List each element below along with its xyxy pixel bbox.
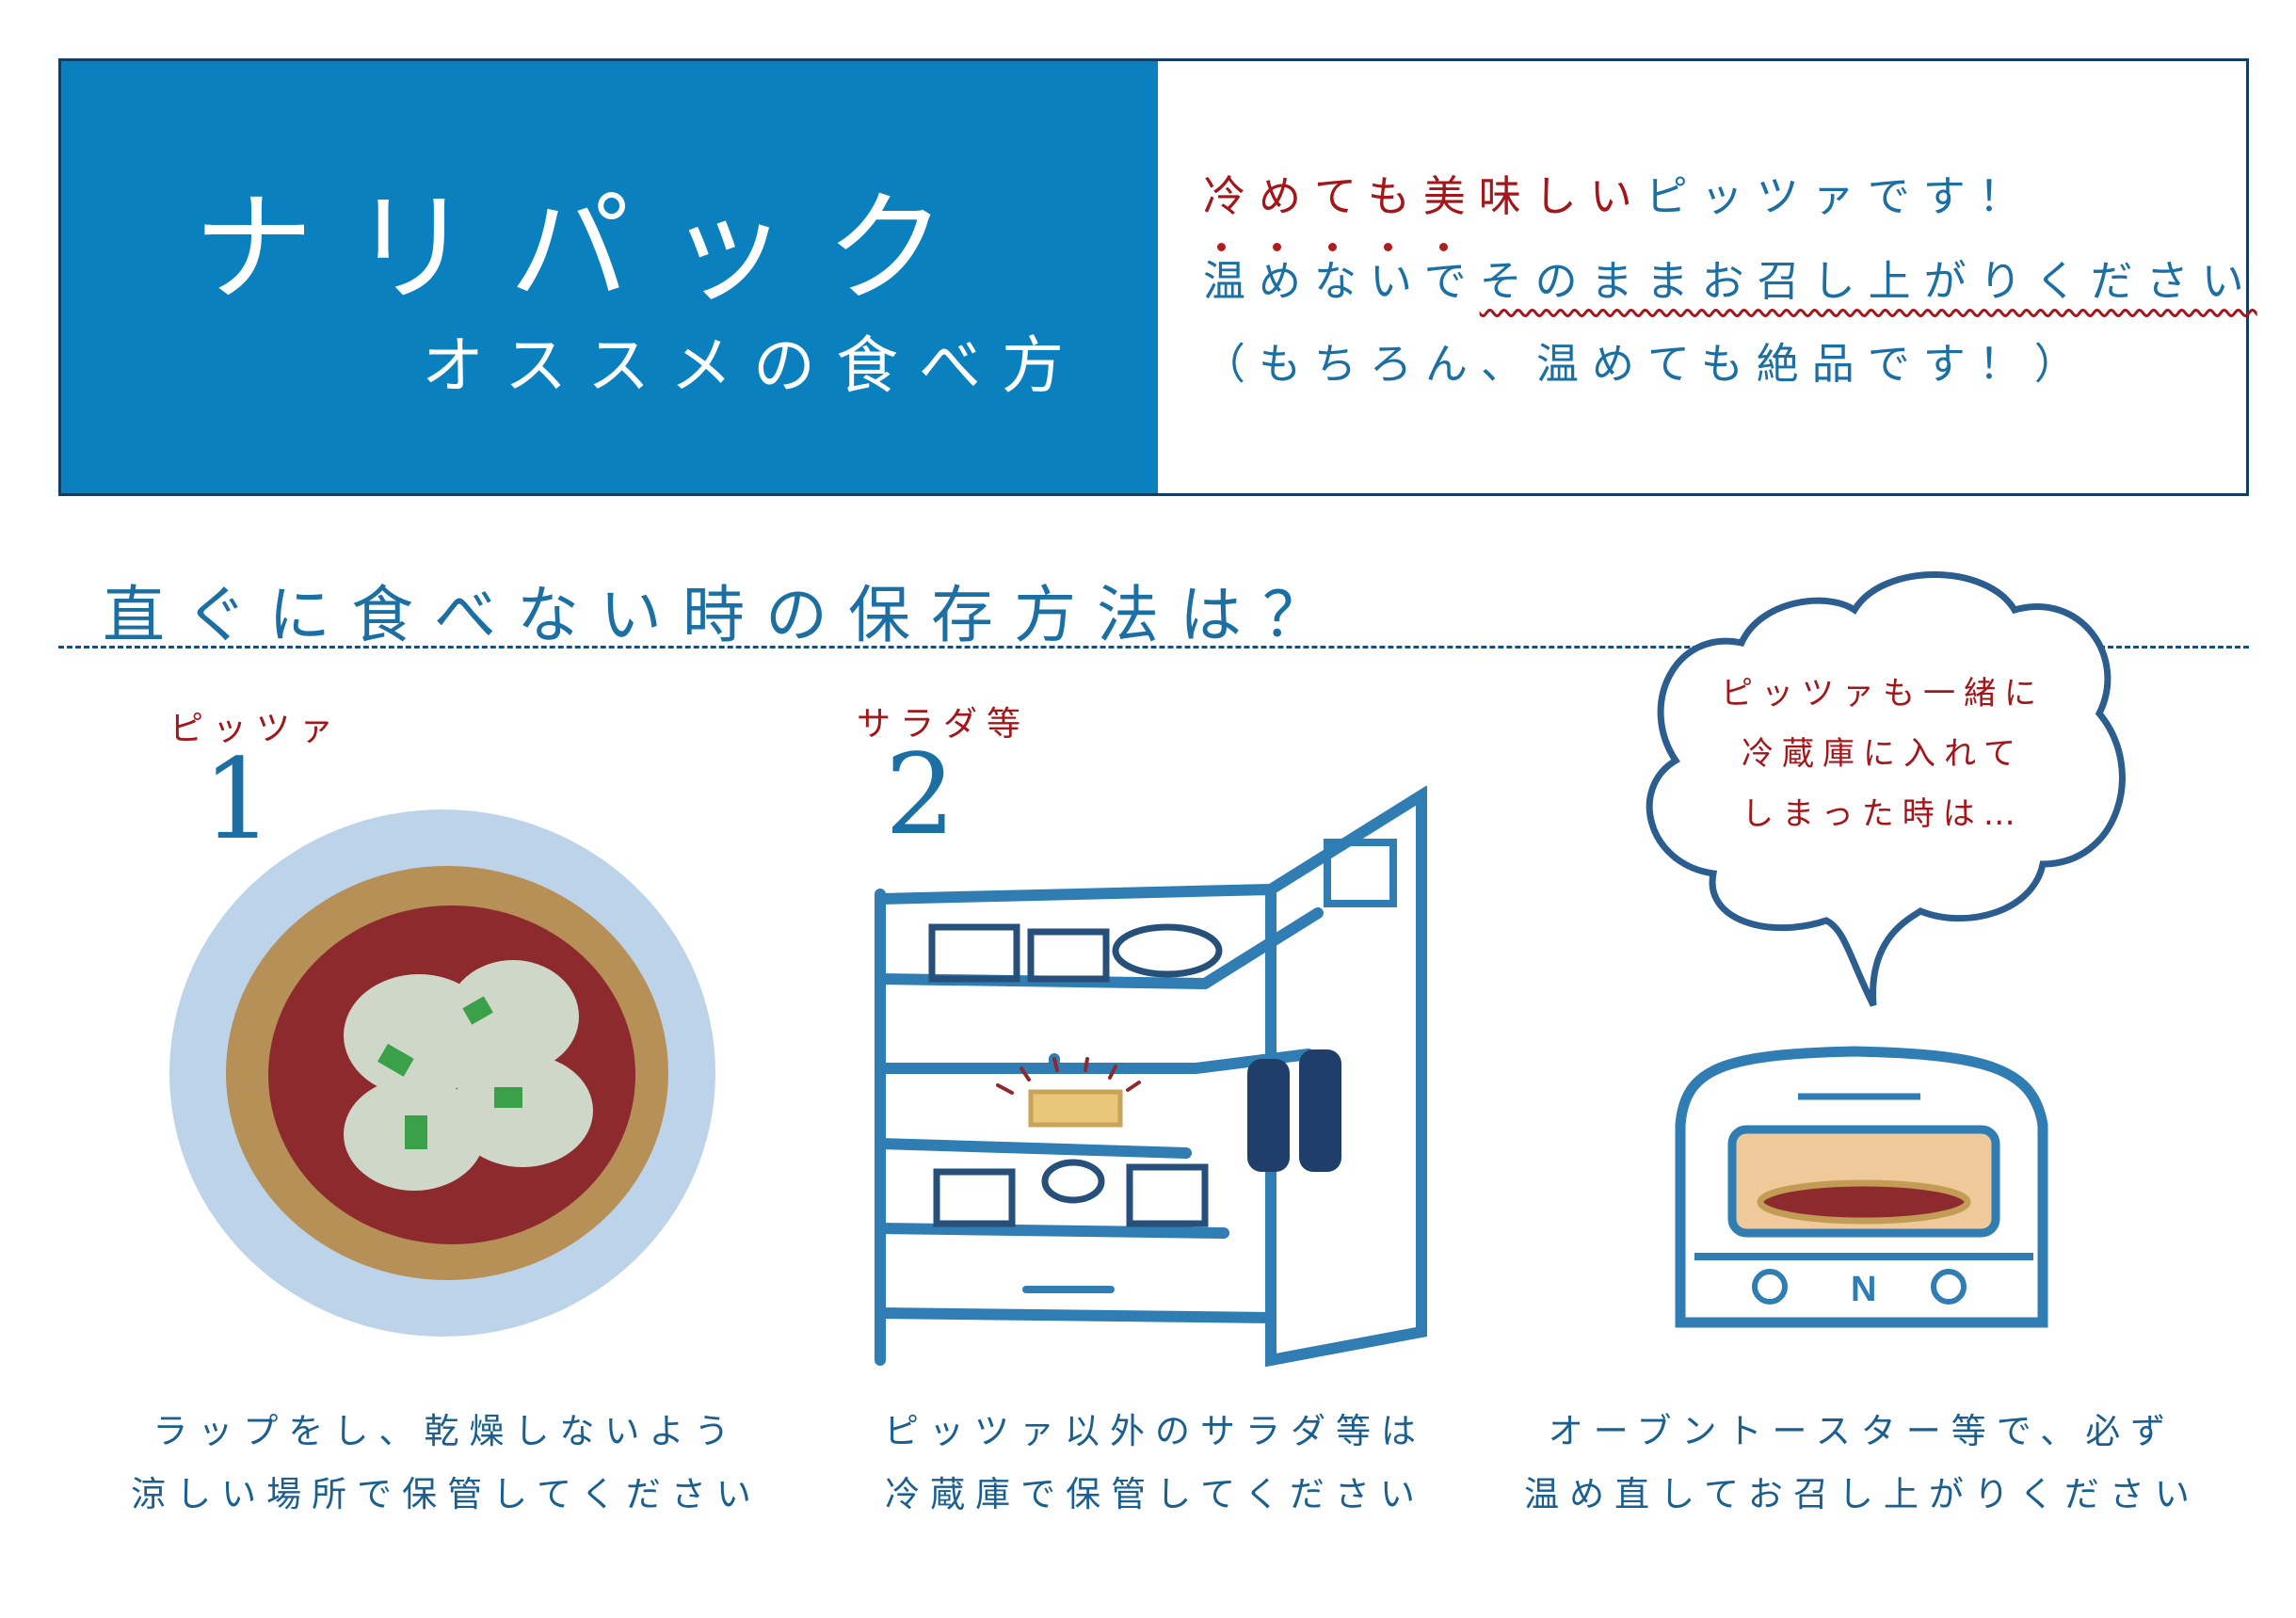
step2-label: サラダ等 <box>857 705 1031 744</box>
toasted-pizza <box>1757 1179 1971 1225</box>
emphasis-dotted-text: 温めないで <box>1203 243 1480 306</box>
speech-bubble <box>1646 571 2126 1007</box>
dotted-text: 温めないで <box>1203 256 1480 306</box>
page-subtitle: オススメの食べ方 <box>422 329 1084 402</box>
pizza-illustration <box>169 809 715 1337</box>
bubble-line: 冷蔵庫に入れて <box>1742 735 2024 773</box>
step1-label: ピッツァ <box>169 710 344 748</box>
section-title: 直ぐに食べない時の保存方法は？ <box>103 579 1345 651</box>
pizza-cheese <box>344 960 593 1191</box>
basil-leaves <box>377 996 522 1149</box>
step1-number: 1 <box>202 734 274 864</box>
caption-line: ピッツァ以外のサラダ等は <box>884 1411 1426 1451</box>
message-blue-text: ピッツァです！ <box>1645 171 2034 221</box>
step1-caption: ラップをし、乾燥しないよう 涼しい場所で保管してください <box>107 1400 785 1526</box>
toaster-illustration: N <box>1675 1046 2048 1328</box>
message-red-text: 冷めても美味しい <box>1203 171 1646 221</box>
door-shelf-box <box>1324 839 1397 907</box>
bubble-text: ピッツァも一緒に 冷蔵庫に入れて しまった時は… <box>1694 664 2071 844</box>
bubble-outline <box>1646 571 2126 1007</box>
dashed-divider <box>58 646 2249 649</box>
right-dial-icon[interactable] <box>1931 1269 1967 1305</box>
toaster-body <box>1675 1046 2048 1328</box>
caption-line: ラップをし、乾燥しないよう <box>153 1411 740 1451</box>
fridge-illustration <box>875 786 1427 1368</box>
caption-line: 温め直してお召し上がりください <box>1524 1474 2200 1514</box>
page-title: ナリパック <box>193 179 985 319</box>
left-dial-icon[interactable] <box>1752 1269 1788 1305</box>
alert-lines <box>996 1057 1141 1095</box>
bubble-line: ピッツァも一緒に <box>1721 675 2045 713</box>
header-title-panel: ナリパック オススメの食べ方 <box>61 61 1158 493</box>
message-line-3: （もちろん、温めても絶品です！） <box>1203 339 2090 389</box>
step2-caption: ピッツァ以外のサラダ等は 冷蔵庫で保管してください <box>816 1400 1494 1526</box>
bottles <box>1247 1049 1341 1172</box>
step3-caption: オーブントースター等で、必ず 温め直してお召し上がりください <box>1523 1400 2201 1526</box>
bubble-line: しまった時は… <box>1742 795 2024 833</box>
toaster-logo: N <box>1851 1270 1876 1309</box>
step2-number: 2 <box>885 729 956 859</box>
caption-line: オーブントースター等で、必ず <box>1548 1411 2176 1451</box>
caption-line: 冷蔵庫で保管してください <box>885 1474 1425 1514</box>
message-line-2: 温めないでそのままお召し上がりください <box>1203 243 2257 308</box>
containers <box>928 923 1223 1227</box>
message-line-1: 冷めても美味しいピッツァです！ <box>1203 162 2034 223</box>
pizza-box <box>1028 1089 1123 1128</box>
wavy-underlined-text: そのままお召し上がりください <box>1479 256 2257 306</box>
caption-line: 涼しい場所で保管してください <box>131 1474 762 1514</box>
header-box: ナリパック オススメの食べ方 <box>58 58 2249 496</box>
